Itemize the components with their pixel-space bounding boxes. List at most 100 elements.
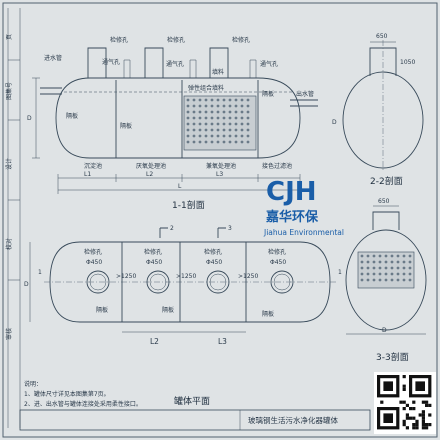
- media-dot: [402, 254, 406, 258]
- side-label-check: 校对: [5, 238, 13, 250]
- media-dot: [228, 116, 232, 120]
- media-dot: [192, 116, 196, 120]
- media-dot: [198, 104, 202, 108]
- section-2-2: 650 D 1050 2-2剖面: [332, 33, 424, 187]
- media-dot: [384, 278, 388, 282]
- media-dot: [210, 134, 214, 138]
- qr-module: [405, 413, 409, 417]
- plan-dim-d: D: [24, 281, 29, 288]
- media-dot: [390, 260, 394, 264]
- logo-letters: CJH: [266, 177, 317, 207]
- qr-module: [421, 400, 425, 404]
- media-dot: [372, 272, 376, 276]
- media-dot: [186, 122, 190, 126]
- media-dot: [228, 98, 232, 102]
- qr-module: [425, 426, 429, 430]
- side-label-design: 设计: [5, 158, 13, 170]
- dim-d-1: D: [27, 115, 32, 122]
- media-dot: [234, 104, 238, 108]
- media-dot: [366, 254, 370, 258]
- media-dot: [222, 110, 226, 114]
- plan-mark-1-right: 1: [338, 269, 342, 276]
- qr-module: [415, 423, 419, 427]
- brand-logo: CJH 嘉华环保 Jiahua Environmental: [263, 177, 344, 237]
- media-dot: [366, 260, 370, 264]
- media-dot: [186, 128, 190, 132]
- media-dot: [198, 140, 202, 144]
- dim-l2: L2: [146, 171, 153, 178]
- qr-module: [421, 410, 425, 414]
- media-dot: [228, 110, 232, 114]
- media-dot: [234, 98, 238, 102]
- media-dot: [198, 98, 202, 102]
- media-dot: [234, 128, 238, 132]
- media-dot: [210, 140, 214, 144]
- section-3-3: 650 D 3-3剖面: [345, 198, 427, 363]
- qr-code: [374, 372, 436, 434]
- media-dot: [390, 272, 394, 276]
- media-dot: [402, 260, 406, 264]
- plan-dim-l3: L3: [218, 337, 227, 346]
- media-dot: [360, 272, 364, 276]
- media-dot: [228, 140, 232, 144]
- media-dot: [360, 278, 364, 282]
- qr-module: [402, 400, 406, 404]
- plan-inspection-1: 检修孔: [84, 248, 102, 256]
- media-dot: [228, 128, 232, 132]
- media-dot: [210, 122, 214, 126]
- qr-module: [402, 387, 406, 391]
- media-dot: [198, 116, 202, 120]
- qr-finder: [415, 381, 425, 391]
- media-dot: [240, 98, 244, 102]
- media-dot: [372, 278, 376, 282]
- logo-name-cn: 嘉华环保: [265, 209, 319, 225]
- label-tank-contact: 接色过滤池: [262, 162, 292, 170]
- media-dot: [228, 122, 232, 126]
- plan-title: 罐体平面: [174, 395, 210, 407]
- media-pattern: [186, 98, 250, 144]
- media-dot: [204, 98, 208, 102]
- media-dot: [372, 260, 376, 264]
- plan-mark-2: 2: [170, 225, 174, 232]
- media-dot: [198, 122, 202, 126]
- media-dot: [372, 266, 376, 270]
- media-dot: [372, 254, 376, 258]
- note-2: 2、进、出水管与罐体连接处采用柔性接口。: [24, 400, 142, 408]
- media-dot: [192, 140, 196, 144]
- media-dot: [222, 104, 226, 108]
- label-tank-anaerobic: 厌氧处理池: [136, 162, 166, 170]
- qr-module: [409, 407, 413, 411]
- plan-dia-4: Φ450: [270, 259, 286, 266]
- media-dot: [216, 110, 220, 114]
- media-dot: [222, 128, 226, 132]
- media-dot: [246, 104, 250, 108]
- qr-module: [402, 384, 406, 388]
- media-dot: [246, 128, 250, 132]
- label-inlet-pipe: 进水管: [44, 54, 62, 62]
- label-vent-1: 通气孔: [102, 58, 120, 66]
- media-dot: [384, 266, 388, 270]
- media-dot: [240, 122, 244, 126]
- plan-dim-l2: L2: [150, 337, 159, 346]
- media-dot: [192, 110, 196, 114]
- media-dot: [234, 134, 238, 138]
- media-dot: [186, 140, 190, 144]
- media-dot: [402, 272, 406, 276]
- note-1: 1、罐体尺寸详见本图集第7页。: [24, 390, 110, 398]
- qr-module: [402, 423, 406, 427]
- section-2-title: 2-2剖面: [370, 175, 403, 187]
- plan-spacing-2: >1250: [176, 273, 196, 280]
- qr-module: [425, 423, 429, 427]
- media-dot: [222, 122, 226, 126]
- qr-module: [425, 400, 429, 404]
- label-vent-2: 通气孔: [166, 60, 184, 68]
- media-dot: [210, 104, 214, 108]
- section-1-title: 1-1剖面: [172, 199, 205, 211]
- plan-mark-3: 3: [228, 225, 232, 232]
- notes-heading: 说明：: [24, 380, 42, 388]
- media-dot: [204, 128, 208, 132]
- media-dot: [186, 98, 190, 102]
- media-dot: [408, 254, 412, 258]
